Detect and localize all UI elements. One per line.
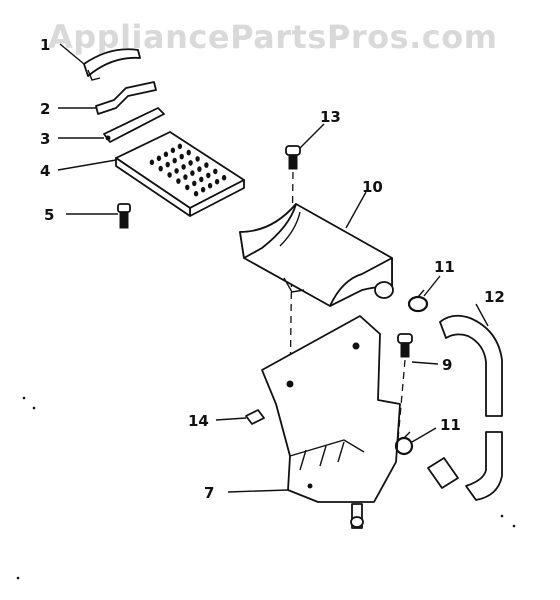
grate-perforation [156,155,162,162]
part-5-screw [117,203,131,229]
grate-perforation [197,166,202,172]
leader-11-lower [411,427,437,443]
grate-perforation [163,151,169,158]
grate-perforation [158,165,163,172]
grate-perforation [204,162,209,168]
callout-1: 1 [40,36,50,54]
callout-14: 14 [188,412,209,430]
grate-perforation [177,143,183,150]
part-14-clip [245,409,265,425]
callout-4: 4 [40,162,50,180]
part-11-clamp-lower [394,431,459,489]
callout-2: 2 [40,100,50,118]
leader-4 [57,159,117,171]
grate-perforation [167,172,172,178]
grate-perforation [181,164,186,170]
grate-perforation [207,182,213,189]
grate-perforation [174,168,179,174]
callout-5: 5 [44,206,54,224]
leader-12 [475,303,489,327]
callout-9: 9 [442,356,452,374]
grate-perforation [186,149,191,156]
callout-12: 12 [484,288,505,306]
grate-perforation [149,159,155,166]
grate-perforation [172,157,177,164]
callout-10: 10 [362,178,383,196]
leader-14 [215,417,247,421]
leader-9 [411,361,439,365]
grate-perforation [190,170,195,176]
grate-perforation [213,168,218,175]
grate-perforation [214,178,220,185]
part-3-bar [103,107,165,143]
grate-perforation [170,147,176,154]
callout-3: 3 [40,130,50,148]
callout-11-lower: 11 [440,416,461,434]
callout-11-upper: 11 [434,258,455,276]
leader-11-upper [423,275,441,297]
leader-13 [299,123,325,149]
part-13-screw [285,145,301,170]
callout-7: 7 [204,484,214,502]
grate-perforation [192,180,197,187]
part-1-curved-bracket [83,48,141,81]
grate-perforation [183,174,188,180]
print-specks [16,396,516,580]
part-9-screw [397,333,413,358]
part-10-housing [239,203,394,307]
leader-1 [59,43,85,65]
leader-10 [345,191,367,229]
grate-perforation [176,178,181,184]
grate-perforation [195,156,200,162]
part-4-grate [115,131,245,217]
grate-perforation [221,174,227,181]
leader-7 [227,489,289,493]
grate-perforation [199,176,204,183]
part-2-clip [95,81,157,115]
grate-perforation [200,186,206,193]
grate-perforation [165,161,170,168]
grate-perforation [179,153,184,160]
grate-perforation [185,184,190,191]
grate-perforation [188,160,193,166]
grate-perforation [193,190,199,197]
part-11-clamp-upper [407,289,429,313]
part-12-hose [439,314,503,501]
part-7-bracket-plate [261,315,401,529]
grate-perforation [206,172,211,179]
callout-13: 13 [320,108,341,126]
